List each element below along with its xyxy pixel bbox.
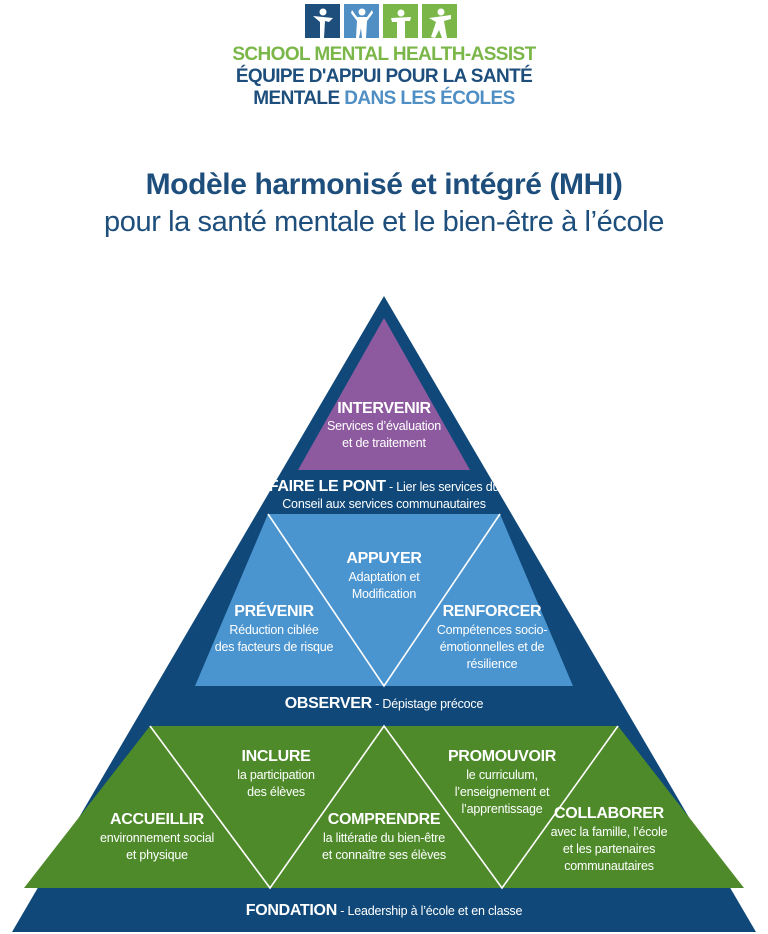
observer-title: OBSERVER [285,695,373,712]
collaborer-desc-2: et les partenaires [563,842,655,856]
green-band [24,726,744,888]
intervenir-title: INTERVENIR [337,400,431,417]
page-subtitle: pour la santé mentale et le bien-être à … [104,206,664,238]
appuyer-triangle-outline [267,513,501,688]
intervenir-desc-2: et de traitement [342,436,426,450]
renforcer-desc-1: Compétences socio- [437,623,547,637]
promouvoir-desc-1: le curriculum, [466,768,538,782]
green-triangles-outline [149,724,619,890]
inclure-desc-1: la participation [237,768,315,782]
collaborer-desc-3: communautaires [564,859,654,873]
logo-line-3: MENTALE DANS LES ÉCOLES [0,88,768,110]
renforcer-desc-3: résilience [467,657,518,671]
inclure-title: INCLURE [241,748,311,765]
intervenir-tier [298,318,470,470]
inclure-desc-2: des élèves [247,785,305,799]
fondation-desc: Leadership à l’école et en classe [347,904,522,918]
collaborer-desc-1: avec la famille, l’école [551,825,668,839]
renforcer-desc-2: émotionnelles et de [440,640,545,654]
renforcer-title: RENFORCER [443,603,542,620]
logo-line-1: SCHOOL MENTAL HEALTH-ASSIST [232,44,536,65]
collaborer-title: COLLABORER [554,805,665,822]
appuyer-desc-2: Modification [352,587,417,601]
logo-line-3-blue: DANS LES ÉCOLES [344,88,515,109]
faire-le-pont-sep: - [386,480,397,494]
accueillir-desc-2: et physique [126,848,188,862]
promouvoir-desc-3: l’apprentissage [461,802,542,816]
faire-le-pont-desc-2: Conseil aux services communautaires [282,497,486,511]
appuyer-title: APPUYER [346,550,422,567]
comprendre-desc-1: la littératie du bien-être [323,831,445,845]
comprendre-desc-2: et connaître ses élèves [322,848,446,862]
prevenir-desc-1: Réduction ciblée [229,623,318,637]
accueillir-desc-1: environnement social [100,831,214,845]
logo-line-2: ÉQUIPE D'APPUI POUR LA SANTÉ [235,66,533,87]
observer-sep: - [372,697,383,711]
dancing-figures-logo-icon [305,4,457,38]
faire-le-pont-title: FAIRE LE PONT [269,478,387,495]
observer-line: OBSERVER - Dépistage précoce [285,695,484,712]
logo-line-3-navy: MENTALE [253,88,340,109]
prevenir-title: PRÉVENIR [234,601,314,620]
fondation-line: FONDATION - Leadership à l’école et en c… [246,902,523,919]
blue-band [195,514,573,686]
page-title: Modèle harmonisé et intégré (MHI) [145,168,623,201]
faire-le-pont-desc-1: Lier les services du [396,480,499,494]
accueillir-title: ACCUEILLIR [110,811,205,828]
appuyer-desc-1: Adaptation et [348,570,420,584]
promouvoir-title: PROMOUVOIR [448,748,557,765]
intervenir-desc-1: Services d’évaluation [327,419,441,433]
observer-desc: Dépistage précoce [382,697,483,711]
prevenir-desc-2: des facteurs de risque [215,640,334,654]
comprendre-title: COMPRENDRE [328,811,441,828]
fondation-title: FONDATION [246,902,337,919]
faire-le-pont-line-1: FAIRE LE PONT - Lier les services du [269,478,500,495]
divider-lines [149,513,619,890]
promouvoir-desc-2: l’enseignement et [455,785,550,799]
fondation-sep: - [337,904,348,918]
